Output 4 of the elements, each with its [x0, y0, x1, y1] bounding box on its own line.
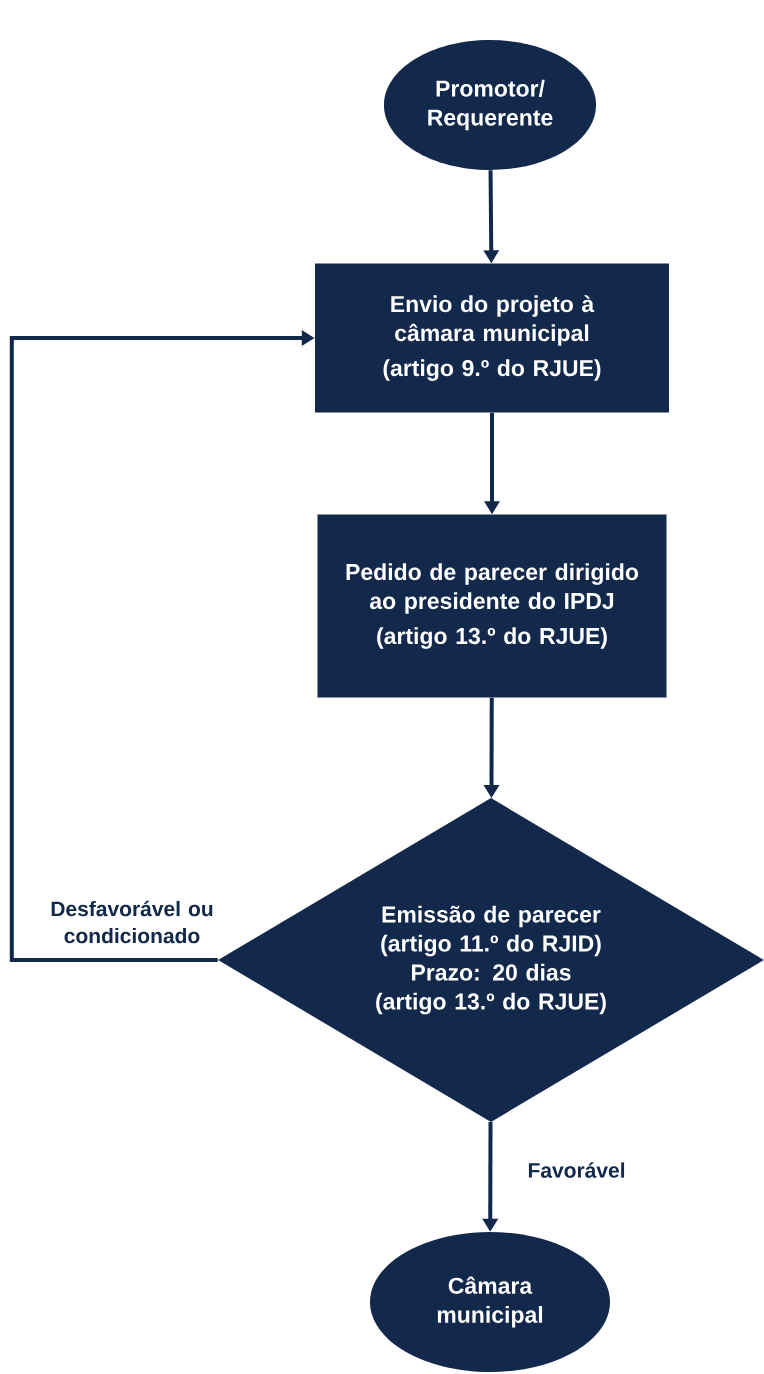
edge-label: Favorável	[528, 1162, 625, 1178]
process-box: Envio do projeto à câmara municipal (artigo 9.º do RJUE)	[315, 263, 669, 413]
edge-label: Desfavorável ou condicionado	[51, 900, 213, 944]
process-box: Pedido de parecer dirigido ao presidente do IPDJ (artigo 13.º do RJUE)	[317, 514, 667, 698]
